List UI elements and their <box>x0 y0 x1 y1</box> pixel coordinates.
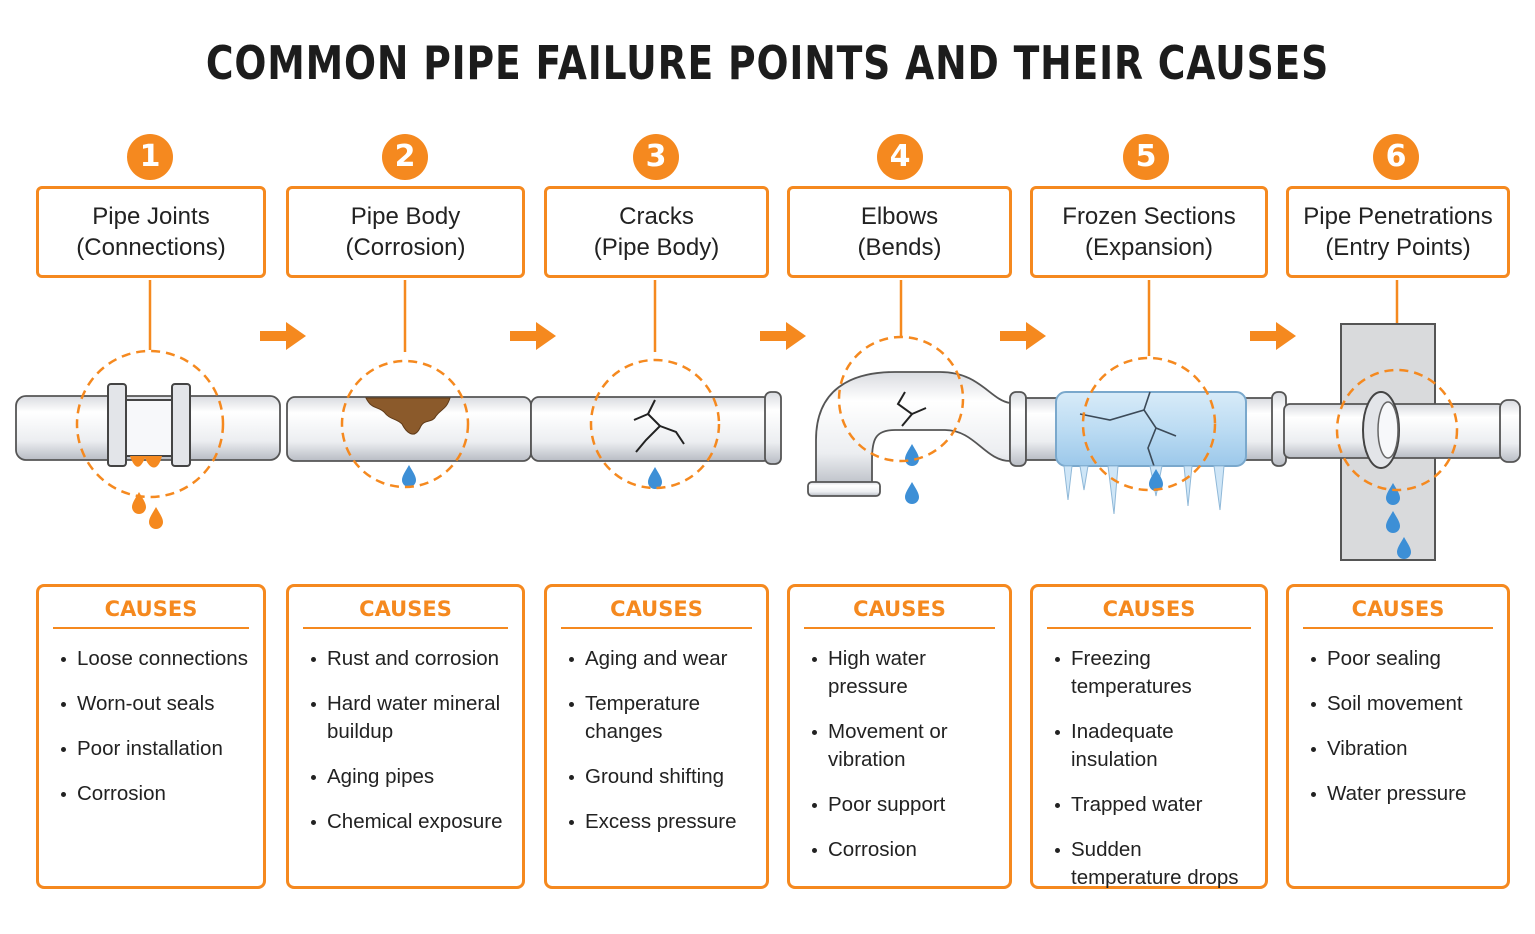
cause-item: Trapped water <box>1055 791 1251 819</box>
point-detail: (Bends) <box>857 234 942 261</box>
ice-cracks <box>1079 391 1177 467</box>
icicles <box>1063 465 1225 515</box>
label-box-elbows: Elbows (Bends) <box>787 186 1012 278</box>
label-box-cracks: Cracks (Pipe Body) <box>544 186 769 278</box>
point-name: Cracks <box>619 203 694 230</box>
point-number-6: 6 <box>1373 134 1419 180</box>
leak-drips-orange <box>130 456 163 529</box>
cause-item: Sudden temperature drops <box>1055 836 1251 892</box>
point-number-5: 5 <box>1123 134 1169 180</box>
cause-item: Chemical exposure <box>311 808 508 836</box>
point-name: Frozen Sections <box>1062 203 1236 230</box>
joint-collars <box>107 383 191 467</box>
point-name: Pipe Body <box>350 203 461 230</box>
arrow-icon <box>760 322 806 350</box>
cause-item: High water pressure <box>812 645 995 701</box>
causes-heading: CAUSES <box>1047 597 1251 629</box>
label-box-pipe-joints: Pipe Joints (Connections) <box>36 186 266 278</box>
arrow-icon <box>1000 322 1046 350</box>
label-box-frozen-sections: Frozen Sections (Expansion) <box>1030 186 1268 278</box>
causes-heading: CAUSES <box>804 597 995 629</box>
causes-list: Aging and wear Temperature changes Groun… <box>561 645 752 836</box>
point-detail: (Entry Points) <box>1325 234 1471 261</box>
cause-item: Water pressure <box>1311 780 1493 808</box>
cause-item: Poor support <box>812 791 995 819</box>
point-detail: (Expansion) <box>1084 234 1214 261</box>
cause-item: Corrosion <box>61 780 249 808</box>
label-box-pipe-body: Pipe Body (Corrosion) <box>286 186 525 278</box>
label-box-pipe-penetrations: Pipe Penetrations (Entry Points) <box>1286 186 1510 278</box>
causes-list: Rust and corrosion Hard water mineral bu… <box>303 645 508 836</box>
cause-item: Hard water mineral buildup <box>311 690 508 746</box>
causes-heading: CAUSES <box>1303 597 1493 629</box>
causes-heading: CAUSES <box>53 597 249 629</box>
cause-item: Excess pressure <box>569 808 752 836</box>
arrow-icon <box>1250 322 1296 350</box>
point-name: Pipe Penetrations <box>1303 203 1493 230</box>
point-number-1: 1 <box>127 134 173 180</box>
flow-arrows <box>260 322 1296 350</box>
arrow-icon <box>260 322 306 350</box>
cause-item: Movement or vibration <box>812 718 995 774</box>
causes-box-frozen-sections: CAUSES Freezing temperatures Inadequate … <box>1030 584 1268 889</box>
point-name: Elbows <box>860 203 939 230</box>
point-detail: (Connections) <box>76 234 226 261</box>
causes-box-pipe-joints: CAUSES Loose connections Worn-out seals … <box>36 584 266 889</box>
point-number-4: 4 <box>877 134 923 180</box>
point-detail: (Pipe Body) <box>593 234 720 261</box>
cause-item: Inadequate insulation <box>1055 718 1251 774</box>
cause-item: Aging and wear <box>569 645 752 673</box>
cause-item: Vibration <box>1311 735 1493 763</box>
point-name: Pipe Joints <box>92 203 210 230</box>
point-number-3: 3 <box>633 134 679 180</box>
cause-item: Loose connections <box>61 645 249 673</box>
cause-item: Ground shifting <box>569 763 752 791</box>
arrow-icon <box>510 322 556 350</box>
point-detail: (Corrosion) <box>345 234 466 261</box>
cause-item: Worn-out seals <box>61 690 249 718</box>
causes-box-cracks: CAUSES Aging and wear Temperature change… <box>544 584 769 889</box>
connector-lines <box>148 280 1399 368</box>
cause-item: Soil movement <box>1311 690 1493 718</box>
pipe-run <box>15 371 1521 497</box>
causes-box-pipe-body: CAUSES Rust and corrosion Hard water min… <box>286 584 525 889</box>
cause-item: Poor sealing <box>1311 645 1493 673</box>
causes-list: Poor sealing Soil movement Vibration Wat… <box>1303 645 1493 808</box>
point-number-2: 2 <box>382 134 428 180</box>
cause-item: Poor installation <box>61 735 249 763</box>
cause-item: Rust and corrosion <box>311 645 508 673</box>
cause-item: Temperature changes <box>569 690 752 746</box>
causes-heading: CAUSES <box>561 597 752 629</box>
causes-heading: CAUSES <box>303 597 508 629</box>
rust-patch <box>365 397 451 435</box>
cause-item: Corrosion <box>812 836 995 864</box>
cause-item: Aging pipes <box>311 763 508 791</box>
causes-box-pipe-penetrations: CAUSES Poor sealing Soil movement Vibrat… <box>1286 584 1510 889</box>
causes-list: Loose connections Worn-out seals Poor in… <box>53 645 249 808</box>
causes-box-elbows: CAUSES High water pressure Movement or v… <box>787 584 1012 889</box>
highlight-circles <box>75 335 1459 499</box>
page-title: COMMON PIPE FAILURE POINTS AND THEIR CAU… <box>205 36 1330 90</box>
crack-marks <box>633 391 927 453</box>
causes-list: High water pressure Movement or vibratio… <box>804 645 995 864</box>
cause-item: Freezing temperatures <box>1055 645 1251 701</box>
causes-list: Freezing temperatures Inadequate insulat… <box>1047 645 1251 892</box>
